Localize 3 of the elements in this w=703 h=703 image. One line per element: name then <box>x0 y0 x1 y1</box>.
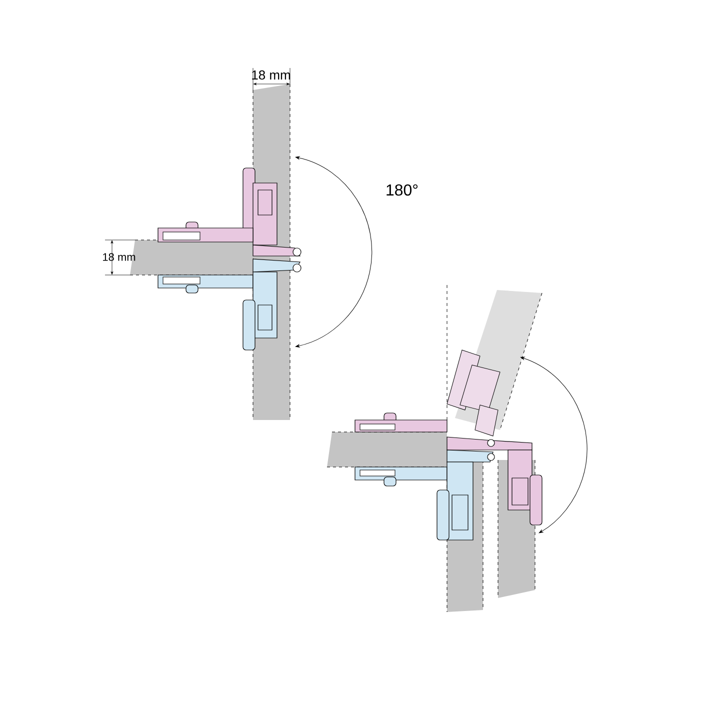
dimension-label: 18 mm <box>103 253 136 261</box>
dimension-label: 18 mm <box>252 70 290 80</box>
angle-label: 180° <box>386 184 418 196</box>
